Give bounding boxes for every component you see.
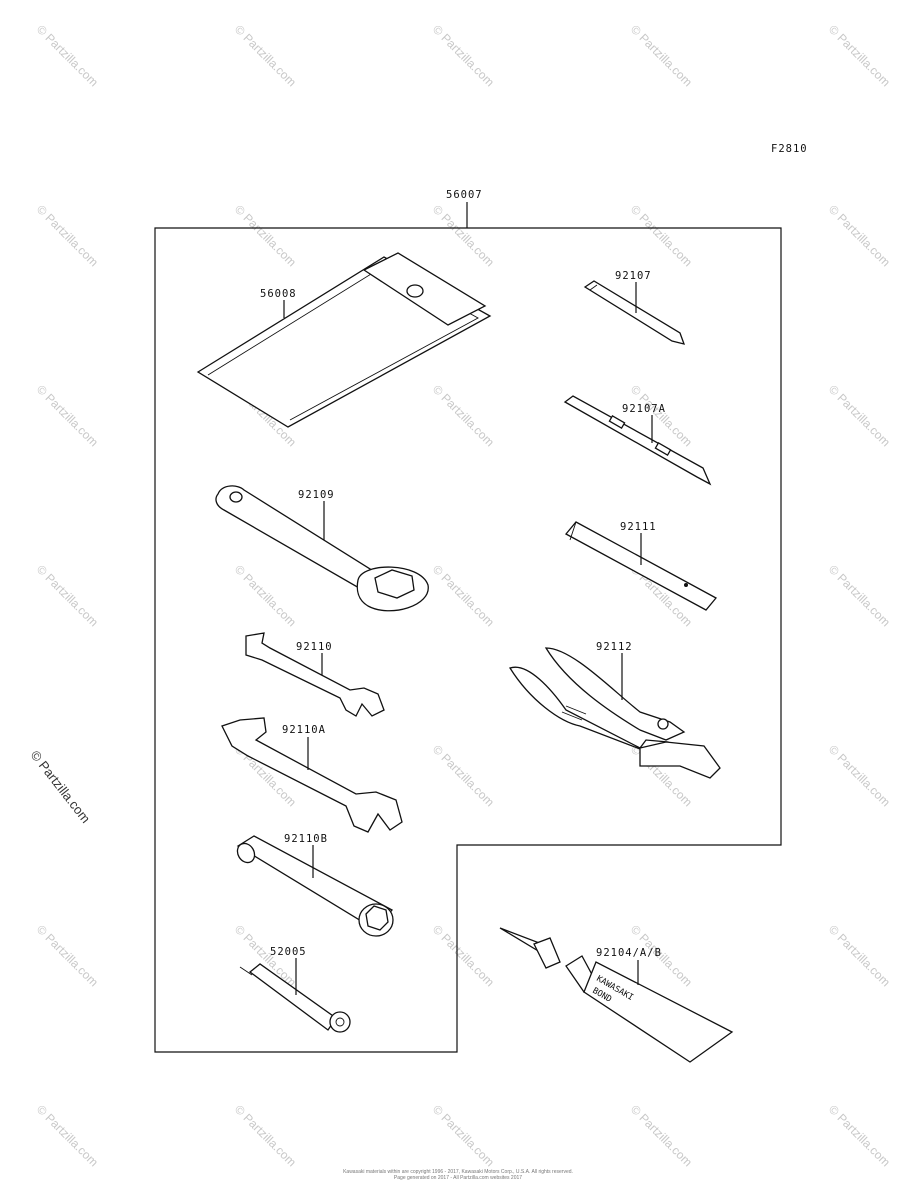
socket-wrench-92110b[interactable]	[234, 835, 394, 937]
watermark-text: © Partzilla.com	[628, 22, 695, 89]
callout-92104: 92104/A/B	[596, 947, 662, 959]
watermark-text: © Partzilla.com	[826, 202, 893, 269]
watermark-text: © Partzilla.com	[34, 1102, 101, 1169]
watermark-text: © Partzilla.com	[232, 1102, 299, 1169]
watermark-text: © Partzilla.com	[826, 382, 893, 449]
tool-pouch[interactable]	[196, 252, 492, 428]
watermark-text: © Partzilla.com	[430, 742, 497, 809]
watermark-text: © Partzilla.com	[826, 922, 893, 989]
watermark-text: © Partzilla.com	[628, 202, 695, 269]
watermark-text: © Partzilla.com	[232, 562, 299, 629]
tire-iron-92111[interactable]	[564, 521, 718, 611]
callout-92107a: 92107A	[622, 403, 666, 415]
callout-92112: 92112	[596, 641, 633, 653]
callout-92107: 92107	[615, 270, 652, 282]
open-end-wrench-92110a[interactable]	[221, 717, 403, 833]
footer-line-1: Kawasaki materials within are copyright …	[343, 1169, 573, 1175]
side-watermark: © Partzilla.com	[28, 748, 94, 826]
callout-92110: 92110	[296, 641, 333, 653]
watermark-text: © Partzilla.com	[232, 22, 299, 89]
watermark-text: © Partzilla.com	[34, 922, 101, 989]
watermark-text: © Partzilla.com	[826, 562, 893, 629]
watermark-text: © Partzilla.com	[34, 202, 101, 269]
figure-code: F2810	[771, 143, 808, 155]
watermark-text: © Partzilla.com	[430, 562, 497, 629]
footer-line-2: Page generated on 2017 - All Partzilla.c…	[394, 1175, 522, 1181]
watermark-text: © Partzilla.com	[826, 22, 893, 89]
watermark-text: © Partzilla.com	[232, 202, 299, 269]
box-wrench-92109[interactable]	[215, 485, 429, 612]
screwdriver-92107[interactable]	[583, 280, 686, 345]
watermark-text: © Partzilla.com	[34, 562, 101, 629]
watermark-text: © Partzilla.com	[430, 922, 497, 989]
watermark-text: © Partzilla.com	[826, 1102, 893, 1169]
pliers-92112[interactable]	[509, 647, 721, 779]
watermark-text: © Partzilla.com	[430, 202, 497, 269]
open-end-wrench-92110[interactable]	[245, 632, 385, 717]
watermark-text: © Partzilla.com	[826, 742, 893, 809]
callout-52005: 52005	[270, 946, 307, 958]
bond-tube-92104[interactable]: KAWASAKI BOND	[499, 927, 734, 1063]
callout-92110a: 92110A	[282, 724, 326, 736]
watermark-text: © Partzilla.com	[34, 382, 101, 449]
screwdriver-92107a[interactable]	[563, 395, 712, 486]
watermark-text: © Partzilla.com	[430, 22, 497, 89]
callout-92110b: 92110B	[284, 833, 328, 845]
callout-56008: 56008	[260, 288, 297, 300]
callout-92111: 92111	[620, 521, 657, 533]
watermark-text: © Partzilla.com	[34, 22, 101, 89]
assembly-outline	[154, 227, 782, 1053]
watermark-text: © Partzilla.com	[628, 1102, 695, 1169]
callout-92109: 92109	[298, 489, 335, 501]
callout-56007: 56007	[446, 189, 483, 201]
watermark-text: © Partzilla.com	[430, 382, 497, 449]
watermark-text: © Partzilla.com	[430, 1102, 497, 1169]
handle-52005[interactable]	[239, 963, 351, 1033]
